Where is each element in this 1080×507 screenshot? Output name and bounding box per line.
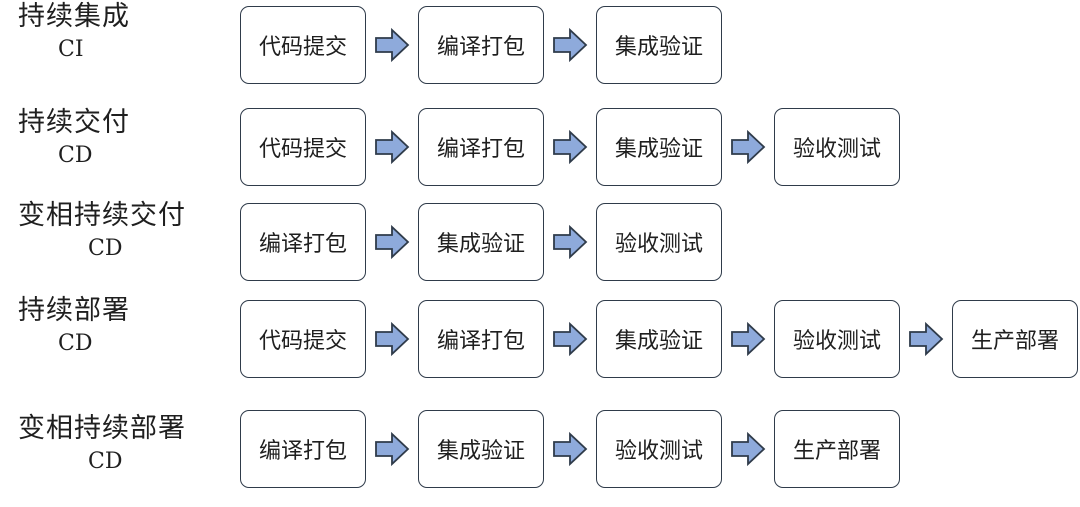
- right-arrow-icon: [547, 6, 593, 84]
- right-arrow-icon: [547, 410, 593, 488]
- stage-box: 编译打包: [418, 6, 544, 84]
- right-arrow-icon: [725, 300, 771, 378]
- stage-box: 验收测试: [774, 300, 900, 378]
- row-label: 变相持续交付 CD: [18, 201, 218, 263]
- stage-box: 集成验证: [596, 108, 722, 186]
- row-abbreviation: CD: [58, 143, 93, 168]
- stage-box: 集成验证: [596, 300, 722, 378]
- right-arrow-icon: [369, 6, 415, 84]
- stage-box: 编译打包: [418, 108, 544, 186]
- right-arrow-icon: [369, 203, 415, 281]
- row-label: 持续部署 CD: [18, 296, 218, 358]
- stage-box: 集成验证: [418, 410, 544, 488]
- row-label: 持续集成 CI: [18, 2, 218, 64]
- stage-box: 代码提交: [240, 108, 366, 186]
- right-arrow-icon: [369, 410, 415, 488]
- stage-box: 集成验证: [596, 6, 722, 84]
- stage-box: 代码提交: [240, 6, 366, 84]
- right-arrow-icon: [547, 300, 593, 378]
- row-abbreviation: CD: [88, 449, 123, 474]
- right-arrow-icon: [547, 203, 593, 281]
- stage-box: 验收测试: [596, 410, 722, 488]
- row-label: 变相持续部署 CD: [18, 414, 218, 476]
- row-title: 持续交付: [18, 107, 130, 138]
- stage-box: 验收测试: [774, 108, 900, 186]
- right-arrow-icon: [903, 300, 949, 378]
- row-label: 持续交付 CD: [18, 108, 218, 170]
- right-arrow-icon: [725, 108, 771, 186]
- stage-box: 代码提交: [240, 300, 366, 378]
- row-abbreviation: CD: [88, 236, 123, 261]
- row-abbreviation: CI: [58, 37, 84, 62]
- stage-box: 编译打包: [240, 410, 366, 488]
- right-arrow-icon: [369, 300, 415, 378]
- stage-box: 验收测试: [596, 203, 722, 281]
- row-title: 持续集成: [18, 1, 130, 32]
- right-arrow-icon: [369, 108, 415, 186]
- stage-box: 编译打包: [418, 300, 544, 378]
- row-title: 变相持续部署: [18, 413, 186, 444]
- stage-box: 集成验证: [418, 203, 544, 281]
- stage-box: 生产部署: [952, 300, 1078, 378]
- row-title: 持续部署: [18, 295, 130, 326]
- row-abbreviation: CD: [58, 331, 93, 356]
- right-arrow-icon: [547, 108, 593, 186]
- right-arrow-icon: [725, 410, 771, 488]
- stage-box: 生产部署: [774, 410, 900, 488]
- stage-box: 编译打包: [240, 203, 366, 281]
- row-title: 变相持续交付: [18, 200, 186, 231]
